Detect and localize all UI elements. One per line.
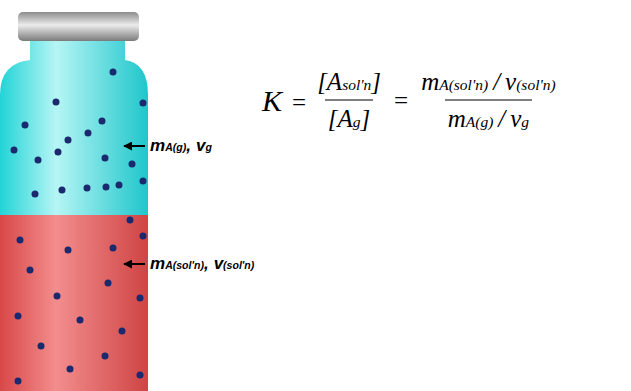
- division-sign: /: [498, 104, 505, 134]
- gas-phase-label: mA(g),vg: [150, 136, 212, 156]
- equation-symbol: m: [421, 67, 439, 97]
- subscript: g: [353, 113, 361, 132]
- quantity-label: v: [196, 136, 205, 156]
- numerator: mA(sol'n) /v(sol'n): [418, 67, 559, 100]
- denominator: [Ag]: [325, 100, 373, 134]
- equation-symbol: =: [394, 85, 408, 115]
- equilibrium-equation: K= [Asol'n] [Ag] = mA(sol'n)/v(sol'n) mA…: [262, 67, 559, 134]
- analyte-molecules: [11, 69, 147, 385]
- subscript: A(sol'n): [439, 76, 488, 95]
- subscript: g: [205, 141, 211, 153]
- solution-liquid: [0, 215, 148, 391]
- leader-arrow: [124, 263, 145, 265]
- division-sign: /: [493, 67, 500, 97]
- subscript: (sol'n): [516, 76, 555, 95]
- equation-symbol: [A: [317, 67, 342, 97]
- equation-symbol: ]: [361, 104, 371, 134]
- headspace-gas: [0, 39, 148, 216]
- quantity-label: m: [150, 136, 165, 156]
- equation-symbol: v: [510, 104, 521, 134]
- equals-sign: =: [384, 85, 418, 115]
- equation-symbol: ]: [371, 67, 381, 97]
- subscript: g: [521, 113, 529, 132]
- mass-volume-ratio: mA(sol'n)/v(sol'n) mA(g)/vg: [418, 67, 559, 134]
- quantity-label: ,: [204, 254, 209, 274]
- subscript: A(g): [165, 141, 186, 153]
- solution-phase-label: mA(sol'n),v(sol'n): [150, 254, 254, 274]
- concentration-ratio: [Asol'n] [Ag]: [314, 67, 384, 134]
- equation-symbol: K: [262, 82, 282, 118]
- quantity-label: ,: [186, 136, 191, 156]
- equation-symbol: =: [292, 87, 306, 117]
- equation-lhs: K=: [262, 82, 314, 118]
- subscript: (sol'n): [223, 259, 254, 271]
- subscript: sol'n: [342, 76, 371, 95]
- equation-symbol: m: [448, 104, 466, 134]
- equation-symbol: v: [505, 67, 516, 97]
- vial-cap: [18, 12, 139, 41]
- numerator: [Asol'n]: [314, 67, 384, 100]
- equation-symbol: [A: [328, 104, 353, 134]
- quantity-label: m: [150, 254, 165, 274]
- denominator: mA(g)/vg: [445, 100, 532, 134]
- subscript: A(g): [466, 113, 494, 132]
- quantity-label: v: [214, 254, 223, 274]
- subscript: A(sol'n): [165, 259, 204, 271]
- leader-arrow: [124, 145, 145, 147]
